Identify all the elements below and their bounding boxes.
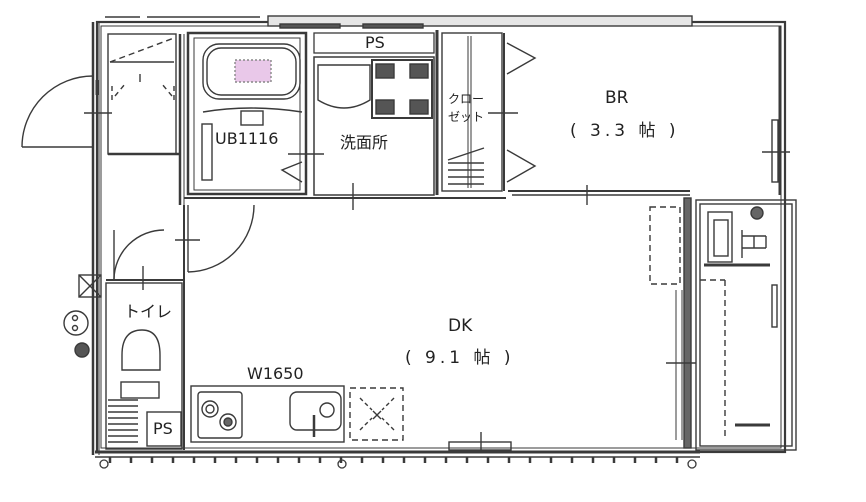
toilet-label: トイレ <box>124 302 173 321</box>
balcony <box>695 199 797 451</box>
washroom <box>313 32 435 210</box>
column-marker <box>337 459 347 469</box>
bedroom-area: ( 3.3 帖 ) <box>570 121 680 141</box>
ps-bottom-label: PS <box>153 419 173 438</box>
unit-bath <box>186 31 324 196</box>
hall-door <box>175 204 255 273</box>
washroom-label: 洗面所 <box>340 133 389 152</box>
bedroom-label: BR <box>605 88 629 108</box>
kitchen-counter <box>190 385 404 443</box>
exterior-fixtures <box>63 274 102 358</box>
closet-label-1: クロー <box>448 92 485 106</box>
bedroom <box>488 42 790 205</box>
dk-area: ( 9.1 帖 ) <box>405 348 515 368</box>
shoe-cabinet <box>107 33 180 156</box>
closet-label-2: ゼット <box>448 110 485 124</box>
closet <box>441 32 503 192</box>
dk-right-wall <box>649 197 696 449</box>
column-marker <box>99 459 109 469</box>
toilet-room <box>105 229 183 450</box>
column-marker <box>687 459 697 469</box>
bottom-wall <box>95 450 700 458</box>
bottom-wall-ticks <box>108 457 679 463</box>
dk-label: DK <box>448 316 473 336</box>
bath-label: UB1116 <box>215 129 279 148</box>
ps-top-label: PS <box>365 33 385 52</box>
kitchen-width-label: W1650 <box>247 364 304 383</box>
dk-window <box>448 432 512 452</box>
